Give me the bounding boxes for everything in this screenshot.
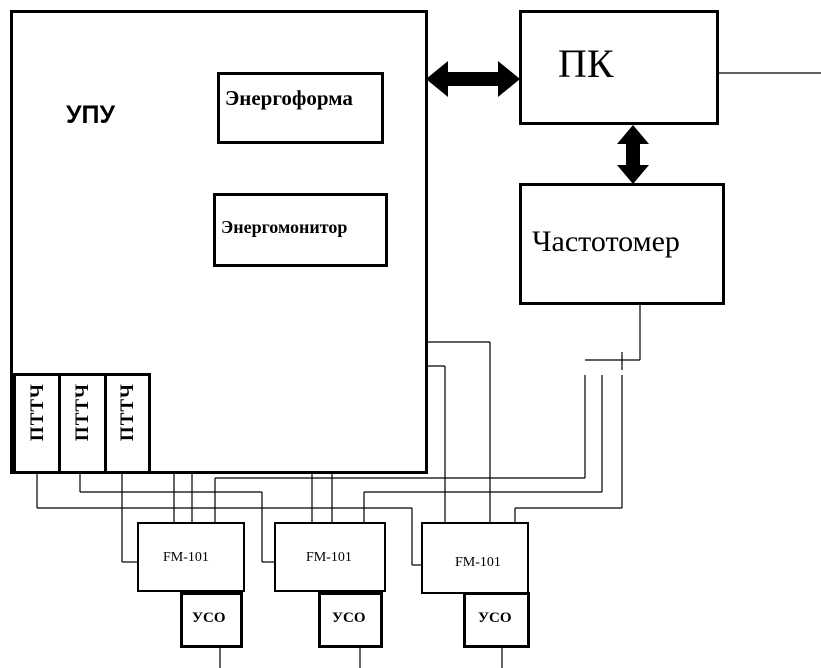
double-arrow-upu-pk (426, 61, 520, 97)
energoforma-label: Энергоформа (225, 86, 353, 110)
uso-block (463, 592, 530, 648)
pk-label: ПК (558, 41, 614, 86)
fm-101-block (274, 522, 386, 592)
port-label: ПТТЧ (72, 383, 93, 442)
chastotomer-block (519, 183, 725, 305)
port-label: ПТТЧ (27, 383, 48, 442)
double-arrow-pk-freq (617, 125, 649, 184)
energomonitor-block (213, 193, 388, 267)
uso-label: УСО (478, 610, 512, 626)
fm-101-block (137, 522, 245, 592)
uso-label: УСО (332, 610, 366, 626)
fm-101-label: FM-101 (306, 550, 352, 565)
port-block (104, 373, 151, 474)
uso-label: УСО (192, 610, 226, 626)
energomonitor-label: Энергомонитор (221, 217, 348, 237)
pk-block (519, 10, 719, 125)
upu-label: УПУ (66, 101, 116, 129)
fm-101-label: FM-101 (163, 550, 209, 565)
port-label: ПТТЧ (117, 383, 138, 442)
energoforma-block (217, 72, 384, 144)
uso-block (180, 592, 243, 648)
fm-101-block (421, 522, 529, 594)
fm-101-label: FM-101 (455, 555, 501, 570)
chastotomer-label: Частотомер (532, 225, 680, 258)
uso-block (318, 592, 383, 648)
